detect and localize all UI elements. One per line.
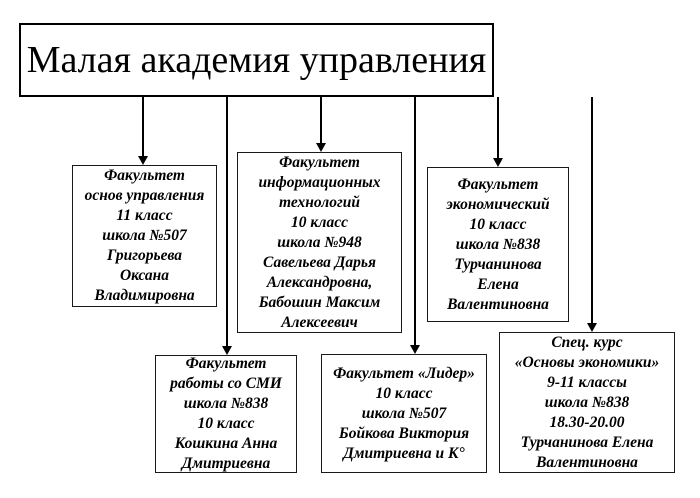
connector-line: [414, 97, 416, 345]
node-line: 11 класс: [116, 207, 173, 224]
node-line: 18.30-20.00: [549, 413, 625, 431]
connector-line: [226, 97, 228, 346]
node-faculty-ekonomicheskij: Факультет экономический 10 класс школа №…: [427, 167, 569, 322]
node-line: Дмитриевна и К°: [343, 444, 465, 462]
node-line: школа №838: [544, 393, 630, 411]
node-line: Турчанинова: [454, 255, 542, 273]
node-line: Александровна,: [266, 273, 373, 291]
node-line: технологий: [279, 193, 360, 211]
node-line: 10 класс: [197, 415, 255, 432]
node-line: 10 класс: [375, 384, 433, 402]
connector-arrow-spec-kurs: [587, 97, 598, 332]
node-line: школа №507: [361, 404, 447, 422]
connector-line: [497, 97, 499, 158]
connector-arrow-raboty-so-smi: [222, 97, 233, 355]
diagram-title: Малая академия управления: [26, 39, 487, 81]
node-line: Григорьева: [106, 247, 183, 264]
connector-arrow-ekonomicheskij: [493, 97, 504, 167]
node-line: Алексеевич: [281, 313, 358, 331]
node-line: основ управления: [84, 187, 205, 204]
node-line: 9-11 классы: [547, 373, 627, 391]
node-spec-kurs-osnovy-ekonomiki: Спец. курс «Основы экономики» 9-11 класс…: [499, 332, 675, 473]
node-line: Владимировна: [94, 287, 195, 304]
arrowhead-icon: [587, 323, 597, 332]
node-faculty-lider: Факультет «Лидер» 10 класс школа №507 Бо…: [321, 354, 487, 473]
node-line: работы со СМИ: [170, 375, 282, 392]
node-line: Валентиновна: [447, 295, 549, 313]
node-line: Факультет: [185, 355, 267, 372]
connector-line: [591, 97, 593, 323]
arrowhead-icon: [222, 346, 232, 355]
node-line: Бабошин Максим: [258, 293, 381, 311]
node-line: информационных: [258, 173, 381, 191]
node-faculty-informacionnyh-tehnologij: Факультет информационных технологий 10 к…: [237, 152, 402, 333]
node-line: Оксана: [119, 267, 170, 284]
node-line: школа №838: [455, 235, 541, 253]
node-line: Турчанинова Елена: [520, 433, 654, 451]
diagram-title-box: Малая академия управления: [19, 23, 494, 97]
node-line: Елена: [477, 275, 519, 293]
node-line: Бойкова Виктория: [338, 424, 470, 442]
node-line: школа №838: [183, 395, 269, 412]
node-faculty-osnov-upravleniya: Факультет основ управления 11 класс школ…: [72, 165, 217, 307]
node-line: Факультет: [457, 175, 539, 193]
node-line: школа №507: [102, 227, 187, 244]
node-line: Дмитриевна: [181, 455, 271, 472]
node-line: Кошкина Анна: [174, 435, 278, 452]
node-line: «Основы экономики»: [514, 353, 660, 371]
node-faculty-raboty-so-smi: Факультет работы со СМИ школа №838 10 кл…: [155, 355, 297, 473]
arrowhead-icon: [316, 143, 326, 152]
arrowhead-icon: [138, 156, 148, 165]
connector-line: [320, 97, 322, 143]
connector-arrow-informacionnyh: [316, 97, 327, 152]
node-line: Факультет: [104, 167, 185, 184]
node-line: 10 класс: [290, 213, 348, 231]
node-line: 10 класс: [469, 215, 527, 233]
node-line: Валентиновна: [536, 453, 638, 471]
connector-line: [142, 97, 144, 156]
node-line: Факультет «Лидер»: [333, 364, 475, 382]
node-line: Факультет: [279, 153, 360, 171]
node-line: школа №948: [277, 233, 362, 251]
connector-arrow-osnov-upravleniya: [138, 97, 149, 165]
node-line: Спец. курс: [551, 333, 623, 351]
arrowhead-icon: [410, 345, 420, 354]
node-line: Савельева Дарья: [263, 253, 376, 271]
node-line: экономический: [446, 195, 550, 213]
arrowhead-icon: [493, 158, 503, 167]
connector-arrow-lider: [410, 97, 421, 354]
